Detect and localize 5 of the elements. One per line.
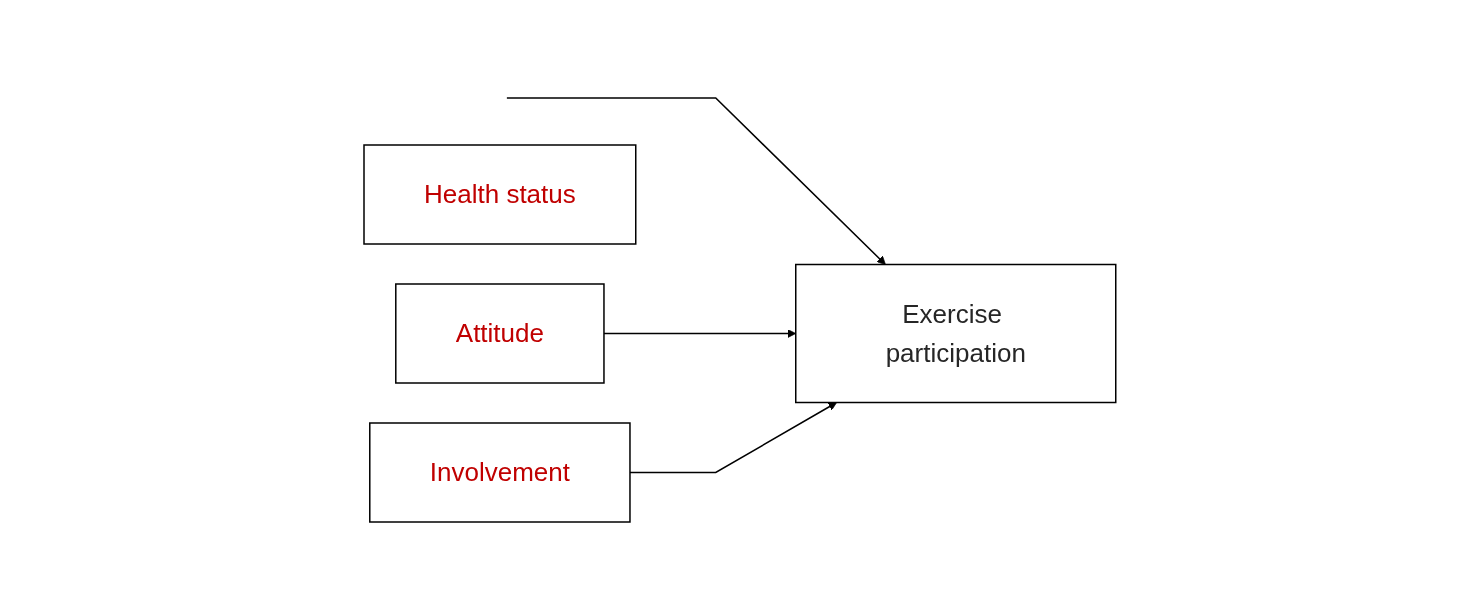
node-box: Exercise participation [795, 263, 1117, 404]
arrow [506, 97, 886, 265]
node-box: Attitude [395, 283, 605, 384]
node-box: Health status [363, 144, 637, 245]
node-box: Involvement [369, 422, 631, 523]
